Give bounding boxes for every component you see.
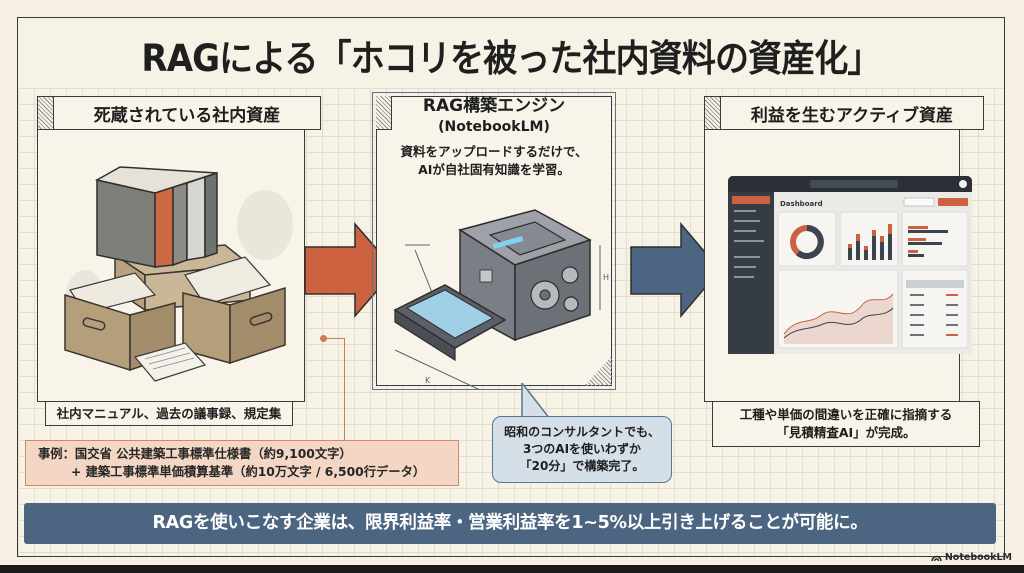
left-panel-header: 死蔵されている社内資産 (37, 96, 321, 130)
box-left-front (64, 293, 131, 372)
bar-chart (848, 224, 892, 260)
gear-icon (561, 266, 579, 284)
right-panel-heading: 利益を生むアクティブ資産 (750, 105, 954, 126)
dimension-label-h: H (603, 273, 609, 282)
horizontal-bar-chart (908, 226, 948, 257)
case-connector-dot (320, 335, 327, 342)
notebooklm-logo-icon (931, 555, 942, 562)
tray-front (394, 308, 456, 362)
box-handle (249, 312, 273, 326)
avatar-icon (959, 180, 967, 188)
left-panel-heading: 死蔵されている社内資産 (93, 105, 281, 126)
speech-bubble-line: 「20分」で構築完了。 (519, 459, 645, 473)
speech-bubble: 昭和のコンサルタントでも、 3つのAIを使いわずか 「20分」で構築完了。 (492, 416, 672, 483)
right-caption-line: 「見積精査AI」が完成。 (776, 425, 916, 440)
arrow-center-to-right (630, 222, 721, 318)
right-panel-caption: 工種や単価の間違いを正確に指摘する 「見積精査AI」が完成。 (712, 401, 980, 447)
machine-glass (405, 289, 495, 339)
left-panel-caption: 社内マニュアル、過去の議事録、規定集 (45, 401, 293, 426)
hatch-decoration (38, 97, 54, 129)
description-line: AIが自社固有知識を学習。 (418, 162, 570, 177)
line-chart-series-1 (783, 293, 894, 335)
binders (94, 166, 218, 268)
slide-title: RAGによる「ホコリを被った社内資料の資産化」 (141, 37, 881, 80)
hatch-decoration (705, 97, 721, 129)
dashboard-sidebar (728, 192, 774, 354)
machine-lid (488, 221, 567, 256)
center-panel-description: 資料をアップロードするだけで、 AIが自社固有知識を学習。 (370, 143, 618, 179)
orange-arrow-icon (304, 222, 396, 318)
sidebar-items (734, 210, 764, 278)
description-line: 資料をアップロードするだけで、 (400, 144, 588, 159)
blue-arrow-icon (630, 222, 721, 318)
center-panel-text: RAG構築エンジン (NotebookLM) 資料をアップロードするだけで、 A… (370, 95, 618, 179)
case-example-line2: + 建築工事標準単価積算基準（約10万文字 / 6,500行データ） (71, 465, 426, 479)
dimension-label-k: K (425, 376, 431, 385)
title-band: RAGによる「ホコリを被った社内資料の資産化」 (18, 18, 1004, 88)
brand-watermark: NotebookLM (931, 552, 1012, 563)
dashboard-illustration: Dashboard (728, 176, 972, 354)
dashboard-search (810, 180, 898, 188)
paper-stack (133, 342, 207, 382)
center-panel-subheading: (NotebookLM) (438, 119, 550, 135)
table-header (906, 280, 964, 288)
left-caption-text: 社内マニュアル、過去の議事録、規定集 (56, 405, 282, 421)
line-chart-area (784, 294, 893, 344)
box-right-side (229, 286, 286, 365)
speech-bubble-tail (521, 383, 551, 419)
engine-illustration: K H (393, 209, 609, 390)
keypad (479, 269, 493, 283)
right-panel-header: 利益を生むアクティブ資産 (704, 96, 984, 130)
gear-icon (563, 296, 579, 312)
bottom-strip (0, 565, 1024, 573)
line-chart-series-2 (783, 307, 894, 339)
arrow-left-to-center (304, 222, 396, 318)
center-panel-heading: RAG構築エンジン (422, 96, 566, 116)
dashboard-title: Dashboard (780, 200, 823, 208)
brand-name: NotebookLM (944, 552, 1012, 563)
speech-bubble-line: 昭和のコンサルタントでも、 (504, 425, 660, 439)
sidebar-active-item (732, 196, 770, 204)
archive-illustration (64, 166, 293, 382)
machine-glow (492, 236, 524, 249)
table-rows (910, 294, 958, 336)
case-connector-line (344, 338, 345, 442)
center-panel-hatch (376, 96, 392, 130)
conclusion-banner: RAGを使いこなす企業は、限界利益率・営業利益率を1~5%以上引き上げることが可… (24, 503, 996, 544)
case-connector-line (324, 338, 345, 339)
case-example-box: 事例：国交省 公共建築工事標準仕様書（約9,100文字） + 建築工事標準単価積… (25, 440, 459, 486)
case-example-line1: 事例：国交省 公共建築工事標準仕様書（約9,100文字） (38, 447, 352, 461)
box-handle (82, 317, 106, 331)
speech-bubble-line: 3つのAIを使いわずか (522, 442, 642, 456)
right-caption-line: 工種や単価の間違いを正確に指摘する (739, 407, 953, 422)
box-right-papers (184, 256, 272, 306)
dust-cloud (237, 190, 293, 260)
